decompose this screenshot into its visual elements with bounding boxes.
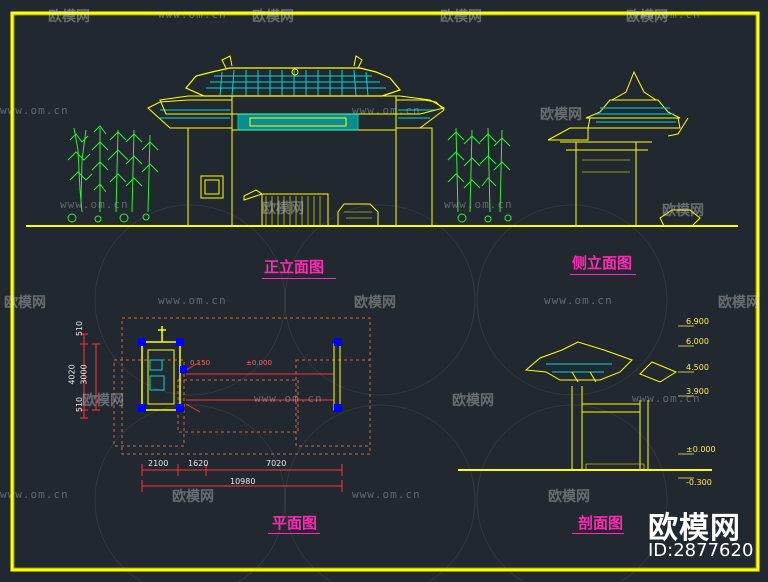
watermark-brand: 欧模网 xyxy=(440,9,482,25)
watermark-url: www.om.cn xyxy=(632,8,701,21)
tree-group-left xyxy=(67,125,159,223)
watermark-url: www.om.cn xyxy=(444,198,513,211)
watermark-brand: 欧模网 xyxy=(4,295,46,311)
watermark-brand: 欧模网 xyxy=(82,393,124,409)
watermark-url: www.om.cn xyxy=(158,294,227,307)
side-elevation xyxy=(547,70,701,227)
title-plan: 平面图 xyxy=(272,514,318,532)
title-side-underline xyxy=(570,274,636,275)
title-front-underline xyxy=(262,278,336,279)
watermark-brand: 欧模网 xyxy=(354,295,396,311)
watermark-url: www.om.cn xyxy=(352,104,421,117)
watermark-brand: 欧模网 xyxy=(626,9,668,25)
plan-dim-2100: 2100 xyxy=(148,459,169,468)
watermark-url: www.om.cn xyxy=(254,392,323,405)
watermark-brand: 欧模网 xyxy=(48,9,90,25)
watermark-brand: 欧模网 xyxy=(252,9,294,25)
watermark-brand: 欧模网 xyxy=(718,295,760,311)
plan-dim-v1: 510 xyxy=(75,320,85,337)
plan-view xyxy=(80,317,371,492)
watermark-url: www.om.cn xyxy=(352,488,421,501)
section-level-4: 3.900 xyxy=(686,387,709,396)
watermark-brand: 欧模网 xyxy=(662,203,704,219)
brand-stamp: 欧模网 xyxy=(648,511,741,546)
section-level-2: 6.000 xyxy=(686,337,709,346)
title-front-elevation: 正立面图 xyxy=(264,258,325,276)
plan-dim-v3: 3000 xyxy=(79,364,89,385)
plan-dim-v2: 4020 xyxy=(67,364,77,385)
watermark-url: www.om.cn xyxy=(544,294,613,307)
title-side-elevation: 侧立面图 xyxy=(572,254,633,272)
section-view xyxy=(458,325,712,479)
plan-dim-7020: 7020 xyxy=(266,459,287,468)
outer-frame xyxy=(10,11,760,572)
main-roof-tiles xyxy=(206,69,386,97)
watermark-url: www.om.cn xyxy=(632,392,701,405)
section-level-3: 4.500 xyxy=(686,363,709,372)
section-level-6: -0.300 xyxy=(686,478,712,487)
watermark-url: www.om.cn xyxy=(0,104,69,117)
plan-elevation-a: ±0.000 xyxy=(246,359,272,367)
watermark-brand: 欧模网 xyxy=(548,489,590,505)
plan-elevation-b: 0.150 xyxy=(190,359,211,367)
front-elevation xyxy=(26,55,738,227)
watermark-url: www.om.cn xyxy=(0,488,69,501)
watermark-brand: 欧模网 xyxy=(452,393,494,409)
watermark-arcs xyxy=(94,204,668,582)
plan-columns xyxy=(138,338,342,412)
watermark-brand: 欧模网 xyxy=(540,107,582,123)
brand-id: ID:2877620 xyxy=(648,540,754,561)
watermark-brand: 欧模网 xyxy=(262,201,304,217)
section-level-1: 6.900 xyxy=(686,317,709,326)
watermark-url: www.om.cn xyxy=(158,8,227,21)
watermark-brand: 欧模网 xyxy=(172,489,214,505)
tree-group-right xyxy=(447,127,512,223)
plan-dim-total: 10980 xyxy=(230,477,256,486)
watermark-url: www.om.cn xyxy=(60,198,129,211)
title-plan-underline xyxy=(268,533,320,534)
plan-dim-1620: 1620 xyxy=(188,459,209,468)
title-section-underline xyxy=(572,533,624,534)
section-level-5: ±0.000 xyxy=(686,445,716,454)
title-section: 剖面图 xyxy=(578,514,624,532)
